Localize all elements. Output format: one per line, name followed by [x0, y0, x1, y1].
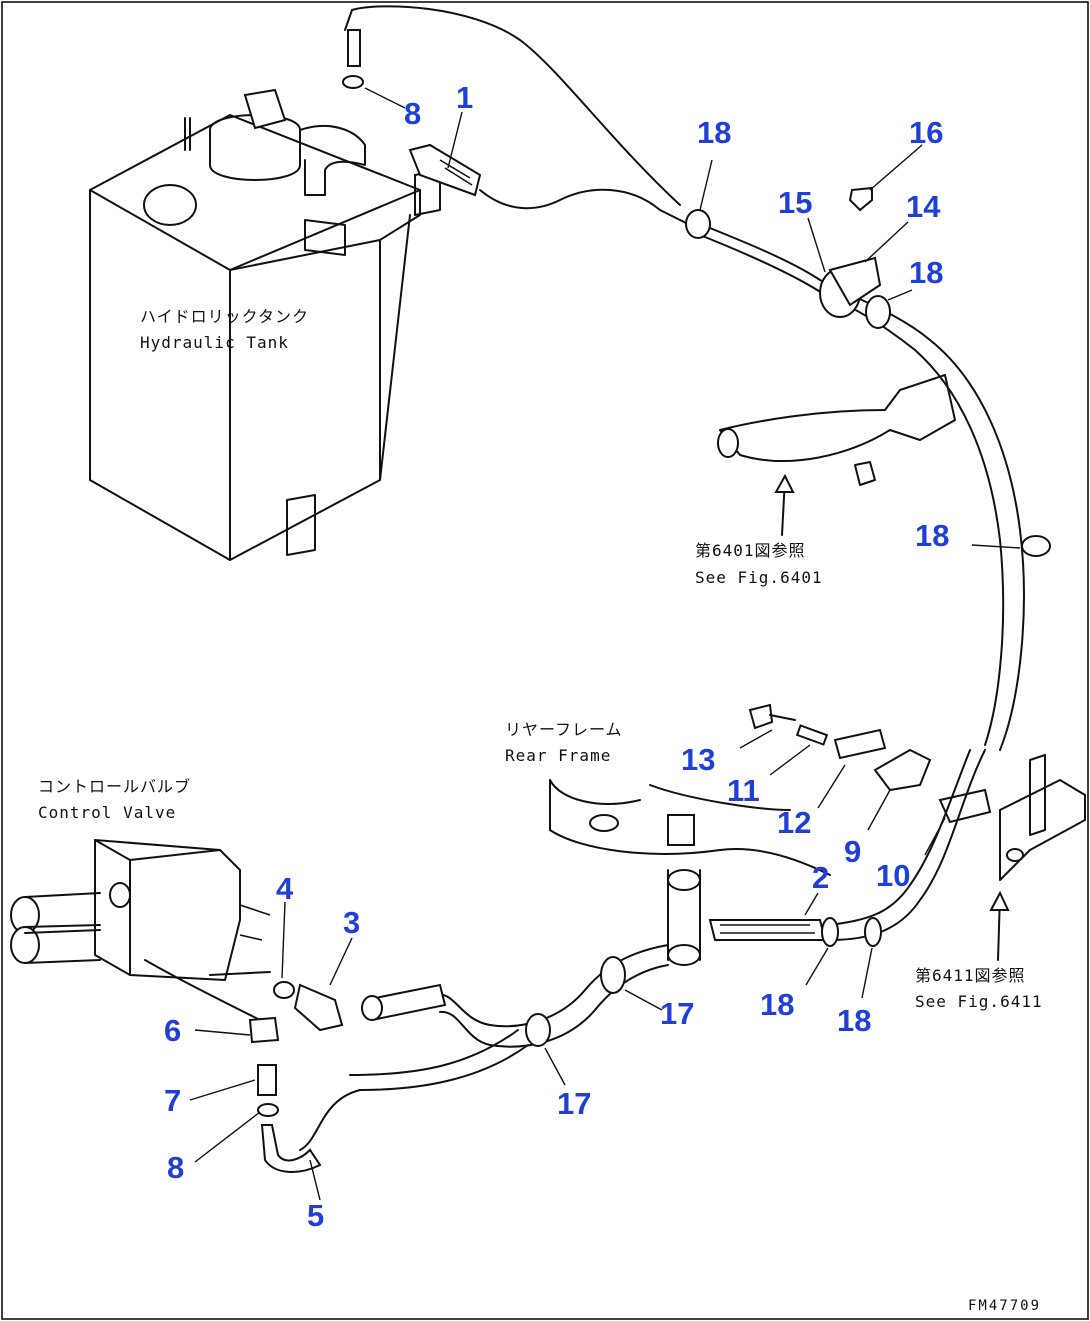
clamp-9-icon — [873, 748, 932, 792]
breather-icon — [243, 88, 287, 130]
o-ring-8-bottom-icon — [257, 1103, 279, 1117]
clamp-18-c-icon — [1021, 535, 1051, 557]
clamp-18-e-icon — [864, 917, 882, 947]
callout-8-top: 8 — [404, 96, 422, 131]
callout-14: 14 — [906, 189, 941, 224]
see-fig-6401-en: See Fig.6401 — [695, 568, 823, 587]
see-fig-6401-jp: 第6401図参照 — [695, 541, 806, 560]
elbow-3-icon — [293, 983, 344, 1032]
callout-3: 3 — [343, 905, 361, 940]
hose-5-icon — [260, 1124, 322, 1173]
control-valve-label-jp: コントロールバルブ — [38, 777, 192, 796]
nipple-7-icon — [257, 1064, 277, 1096]
o-ring-8-top-icon — [342, 75, 364, 89]
elbow-6-icon — [248, 1016, 280, 1044]
plate-12-icon — [833, 728, 887, 760]
callout-2: 2 — [812, 860, 830, 895]
clamp-17-b-icon — [525, 1013, 551, 1047]
callout-13: 13 — [681, 742, 716, 777]
callout-15: 15 — [778, 185, 813, 220]
o-ring-4-icon — [273, 981, 295, 999]
callout-10: 10 — [876, 858, 911, 893]
callout-4: 4 — [276, 871, 294, 906]
control-valve — [10, 839, 344, 1117]
hose-2-icon — [708, 919, 827, 941]
drawing-code: FM47709 — [968, 1298, 1042, 1314]
bolt-13-icon — [748, 703, 774, 730]
bolt-16-icon — [848, 186, 873, 212]
hydraulic-tank-label-en: Hydraulic Tank — [140, 333, 289, 352]
reference-bracket-6411 — [989, 754, 1086, 961]
callout-17-right: 17 — [660, 996, 695, 1031]
callout-5: 5 — [307, 1198, 325, 1233]
callout-8-bottom: 8 — [167, 1150, 185, 1185]
callout-17-left: 17 — [557, 1086, 592, 1121]
callout-18-mid-right: 18 — [915, 518, 950, 553]
callout-16: 16 — [909, 115, 944, 150]
callout-12: 12 — [777, 805, 812, 840]
callout-6: 6 — [164, 1013, 182, 1048]
see-fig-6411-jp: 第6411図参照 — [915, 966, 1026, 985]
clamp-17-a-icon — [600, 956, 626, 994]
plate-14-icon — [828, 256, 882, 307]
upper-clamped-hose — [685, 186, 1051, 751]
callout-18-upper-right: 18 — [909, 255, 944, 290]
callout-9: 9 — [844, 834, 862, 869]
callout-18-lower-a: 18 — [760, 987, 795, 1022]
filler-cap-icon — [143, 184, 197, 226]
callout-18-top: 18 — [697, 115, 732, 150]
callout-11: 11 — [727, 773, 760, 808]
leader-lines — [189, 87, 1021, 1201]
clamp-18-a-icon — [685, 209, 711, 239]
lower-hose-route — [260, 749, 986, 1173]
return-hose-1 — [342, 5, 691, 226]
callout-7: 7 — [164, 1083, 182, 1118]
see-fig-6411-en: See Fig.6411 — [915, 992, 1043, 1011]
rear-frame-label-jp: リヤーフレーム — [505, 720, 623, 739]
callout-18-lower-b: 18 — [837, 1003, 872, 1038]
rear-frame-label-en: Rear Frame — [505, 746, 612, 765]
clamp-18-d-icon — [821, 917, 839, 947]
reference-pipe-6401 — [717, 374, 956, 536]
tank-bracket-icon — [304, 219, 346, 256]
hydraulic-tank-label-jp: ハイドロリックタンク — [140, 307, 310, 326]
callout-1: 1 — [456, 80, 474, 115]
control-valve-label-en: Control Valve — [38, 803, 177, 822]
clamp-18-b-icon — [865, 295, 891, 329]
spacer-11-icon — [795, 724, 829, 746]
hydraulic-tank — [89, 88, 441, 561]
top-pipe-icon — [347, 29, 361, 67]
